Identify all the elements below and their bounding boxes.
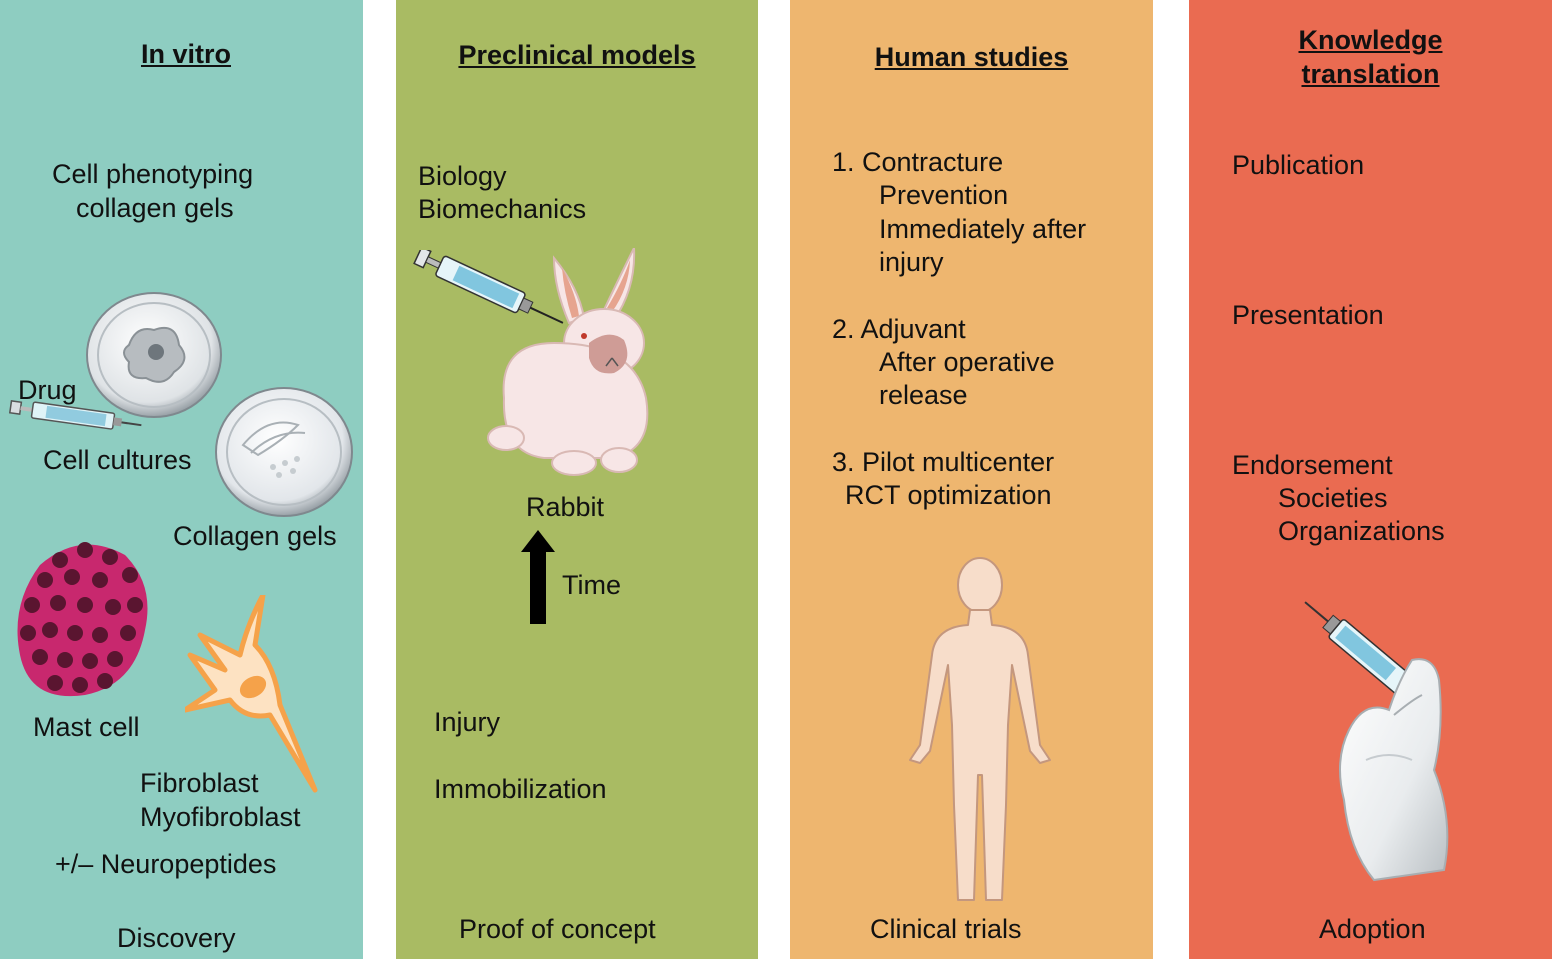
human-studies-panel: Human studies 1. Contracture Prevention … [790, 0, 1153, 959]
adjuvant-item: 2. Adjuvant [832, 314, 966, 344]
endorsement-label: Endorsement [1232, 450, 1393, 480]
arrow-up-icon [521, 530, 555, 624]
in-vitro-title: In vitro [140, 39, 231, 69]
petri-dish-icon [86, 292, 222, 418]
presentation-label: Presentation [1232, 300, 1384, 330]
cell-cultures-label: Cell cultures [43, 445, 192, 475]
cell-phenotyping-label: Cell phenotyping [52, 159, 254, 189]
publication-label: Publication [1232, 150, 1365, 180]
pilot-multicenter-item: 3. Pilot multicenter [832, 447, 1055, 477]
proof-of-concept-label: Proof of concept [459, 914, 656, 944]
adoption-label: Adoption [1319, 914, 1426, 944]
drug-label: Drug [18, 375, 77, 405]
human-studies-title: Human studies [874, 42, 1069, 72]
preclinical-panel: Preclinical models Biology Biomechanics … [396, 0, 758, 959]
neuropeptides-label: +/– Neuropeptides [55, 849, 277, 879]
syringe-icon [413, 250, 564, 324]
contracture-item: 1. Contracture [832, 147, 1004, 177]
after-operative-label: After operative [879, 347, 1055, 377]
rabbit-label: Rabbit [526, 492, 605, 522]
collagen-gels-subtitle: collagen gels [76, 193, 234, 223]
clinical-trials-label: Clinical trials [870, 914, 1022, 944]
mast-cell-icon [17, 542, 148, 697]
mast-cell-label: Mast cell [33, 712, 140, 742]
prevention-label: Prevention [879, 180, 1009, 210]
societies-label: Societies [1278, 483, 1388, 513]
translation-title: translation [1301, 59, 1440, 89]
fibroblast-icon [185, 595, 318, 793]
immediately-after-label: Immediately after [879, 214, 1087, 244]
gloved-hand-syringe-icon [1304, 601, 1449, 882]
injury-label: Injury [434, 707, 501, 737]
collagen-gels-label: Collagen gels [173, 521, 337, 551]
fibroblast-label: Fibroblast [140, 768, 259, 798]
organizations-label: Organizations [1278, 516, 1445, 546]
immobilization-label: Immobilization [434, 774, 607, 804]
release-label: release [879, 380, 968, 410]
injury-label: injury [879, 247, 944, 277]
biology-label: Biology [418, 161, 507, 191]
collagen-gel-dish-icon [215, 387, 353, 517]
in-vitro-panel: In vitro Cell phenotyping collagen gels [0, 0, 363, 959]
time-label: Time [562, 570, 621, 600]
biomechanics-label: Biomechanics [418, 194, 587, 224]
knowledge-translation-panel: Knowledge translation Publication Presen… [1189, 0, 1552, 959]
preclinical-title: Preclinical models [458, 40, 696, 70]
human-figure-icon [909, 557, 1051, 901]
knowledge-title: Knowledge [1298, 25, 1443, 55]
rabbit-icon [487, 248, 649, 476]
rct-optimization-label: RCT optimization [845, 480, 1052, 510]
myofibroblast-label: Myofibroblast [140, 802, 301, 832]
syringe-icon [8, 400, 142, 430]
discovery-label: Discovery [117, 923, 236, 953]
